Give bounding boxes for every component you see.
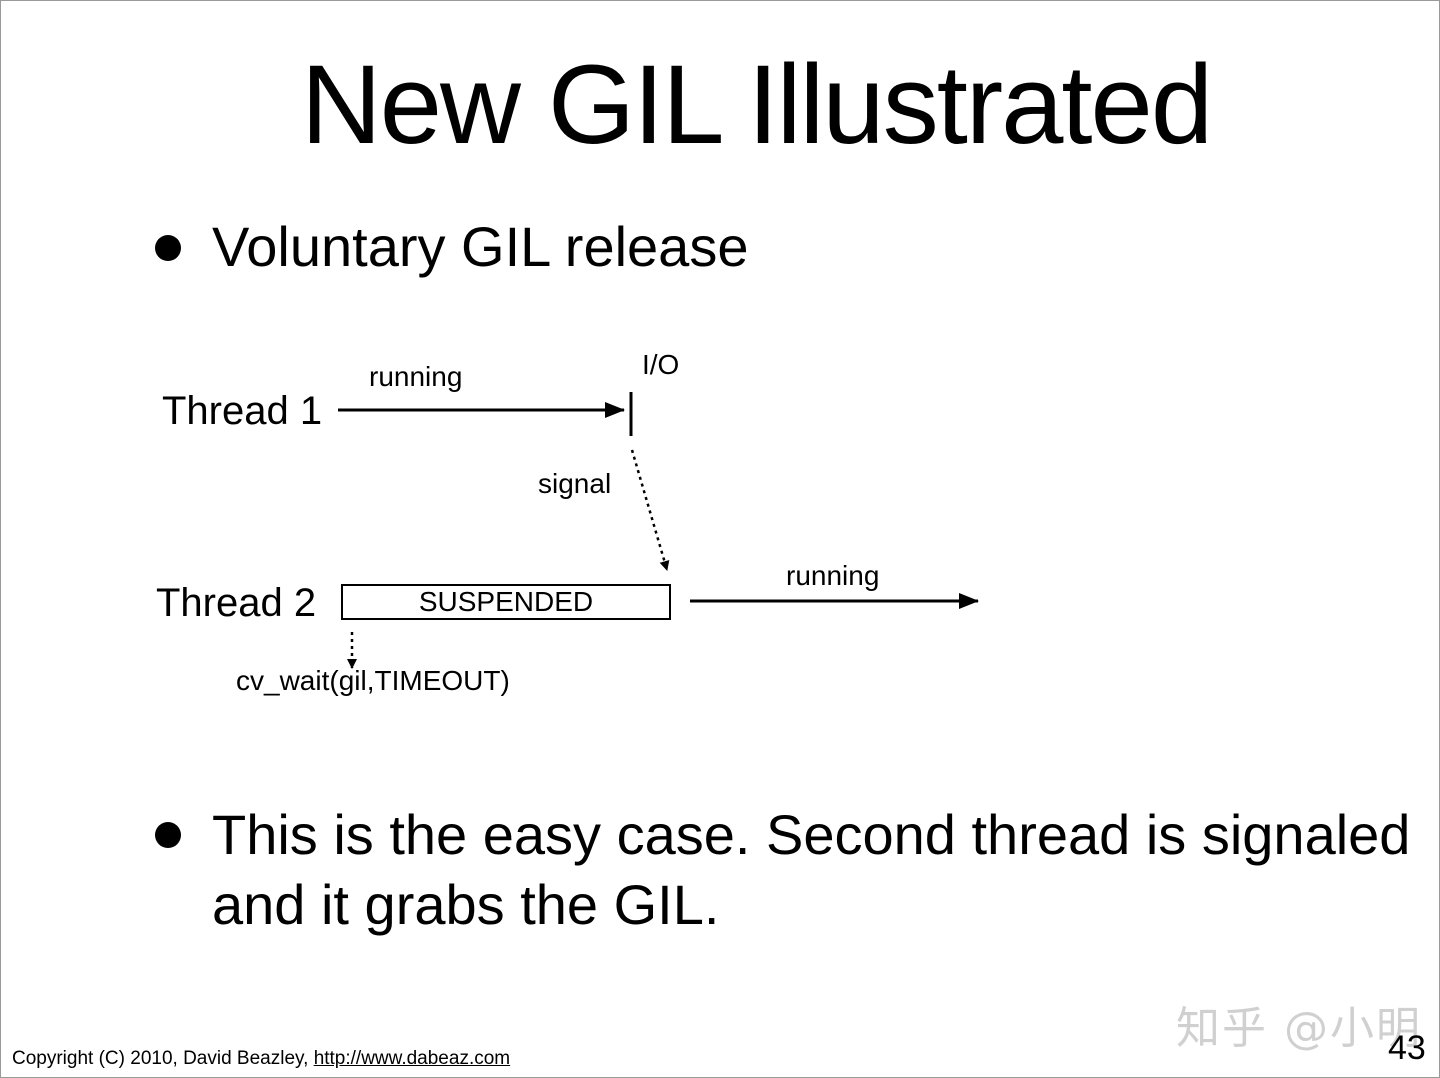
suspended-box: SUSPENDED <box>341 584 671 620</box>
watermark: 知乎 @小明 <box>1176 1003 1422 1054</box>
slide-title: New GIL Illustrated <box>300 42 1213 167</box>
bullet-text-1: Voluntary GIL release <box>212 215 749 278</box>
bullet-dot-2 <box>155 822 181 848</box>
footer-link[interactable]: http://www.dabeaz.com <box>313 1048 511 1069</box>
bullet-text-2-line1: This is the easy case. Second thread is … <box>212 803 1411 866</box>
bullet-dot-1 <box>155 235 181 261</box>
io-label: I/O <box>642 349 680 380</box>
footer-copyright-text: Copyright (C) 2010, David Beazley, <box>12 1048 309 1069</box>
page-number: 43 <box>1388 1029 1426 1067</box>
signal-dotted-arrow <box>630 449 670 571</box>
signal-label: signal <box>538 468 612 499</box>
footer-copyright: Copyright (C) 2010, David Beazley, http:… <box>12 1046 510 1072</box>
thread1-label: Thread 1 <box>162 389 323 433</box>
thread2-label: Thread 2 <box>156 581 317 625</box>
thread1-running-label: running <box>369 361 463 392</box>
thread2-running-label: running <box>786 560 880 591</box>
bullet-text-2-line2: and it grabs the GIL. <box>212 873 720 936</box>
cv-wait-label: cv_wait(gil,TIMEOUT) <box>236 665 510 696</box>
